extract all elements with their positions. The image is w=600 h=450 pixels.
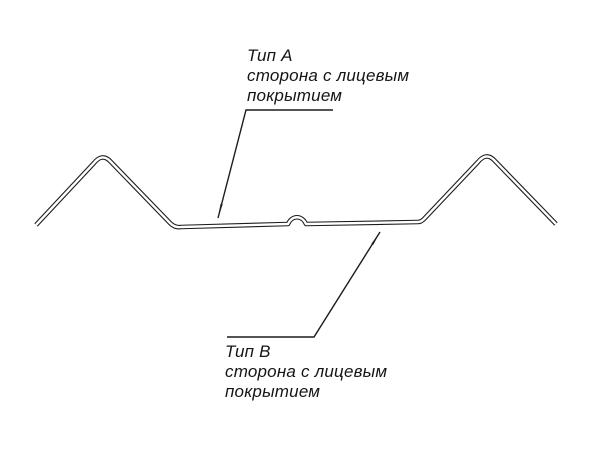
leader-line-type-b: [227, 231, 381, 338]
label-type-a-title: Тип А: [247, 46, 293, 65]
label-type-a: Тип А сторона с лицевым покрытием: [247, 46, 409, 106]
label-type-a-desc-1: сторона с лицевым: [247, 66, 410, 85]
sheet-profile-outline: [34, 154, 558, 230]
label-type-b-title: Тип В: [225, 342, 271, 361]
label-type-b-desc-1: сторона с лицевым: [225, 362, 388, 381]
leader-line-type-a: [217, 109, 333, 219]
label-type-b: Тип В сторона с лицевым покрытием: [225, 342, 387, 402]
label-type-a-desc-2: покрытием: [247, 86, 343, 105]
label-type-b-desc-2: покрытием: [225, 382, 321, 401]
